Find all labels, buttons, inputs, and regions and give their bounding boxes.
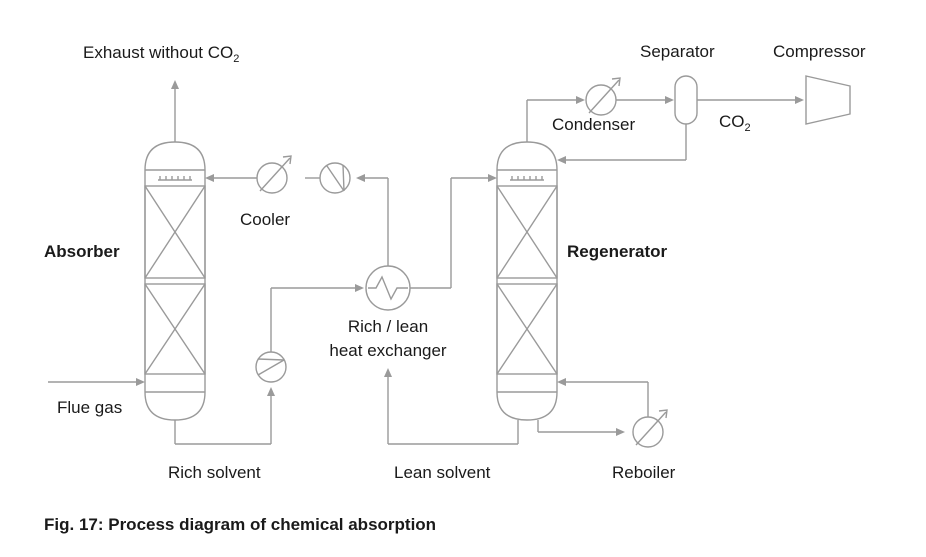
condenser-label: Condenser (552, 115, 636, 134)
lean-solvent-line (384, 368, 519, 445)
pump-to-exchanger-line (270, 284, 364, 352)
heat-exchanger-label-line2: heat exchanger (329, 341, 447, 360)
figure-caption: Fig. 17: Process diagram of chemical abs… (44, 515, 436, 534)
exchanger-to-regenerator-line (410, 174, 497, 289)
rich-solvent-pump-icon (255, 351, 287, 383)
regenerator-column (496, 141, 558, 421)
condenser-icon (585, 77, 621, 116)
flue-gas-label: Flue gas (57, 398, 122, 417)
condenser-to-separator-line (616, 96, 674, 104)
cooler-icon (256, 155, 292, 194)
regenerator-distributor (510, 176, 544, 181)
absorber-distributor (158, 176, 192, 181)
reboiler-label: Reboiler (612, 463, 676, 482)
lean-solvent-label: Lean solvent (394, 463, 491, 482)
exchanger-to-pump-line (356, 174, 389, 266)
absorber-packing-lower (144, 283, 206, 375)
reboiler-outlet-line (537, 420, 625, 436)
flue-gas-line (48, 378, 145, 386)
exhaust-line (171, 80, 179, 142)
separator-label: Separator (640, 42, 715, 61)
cooler-label: Cooler (240, 210, 290, 229)
heat-exchanger-icon (365, 265, 411, 311)
co2-line (697, 96, 804, 104)
lean-solvent-pump-icon (305, 162, 351, 194)
overhead-line (526, 96, 585, 142)
rich-solvent-label: Rich solvent (168, 463, 261, 482)
separator-icon (674, 75, 698, 125)
cooler-to-absorber-line (205, 174, 257, 182)
absorber-column (144, 141, 206, 421)
regenerator-packing-lower (496, 283, 558, 375)
regenerator-label: Regenerator (567, 242, 668, 261)
absorber-packing-upper (144, 185, 206, 279)
reflux-line (557, 124, 687, 164)
exhaust-label: Exhaust without CO2 (83, 43, 239, 65)
reboiler-return-line (557, 378, 649, 417)
regenerator-packing-upper (496, 185, 558, 279)
heat-exchanger-label-line1: Rich / lean (348, 317, 428, 336)
co2-label: CO2 (719, 112, 751, 134)
reboiler-icon (632, 409, 668, 448)
compressor-icon (805, 75, 851, 125)
absorber-label: Absorber (44, 242, 120, 261)
rich-solvent-line (174, 387, 275, 445)
compressor-label: Compressor (773, 42, 866, 61)
